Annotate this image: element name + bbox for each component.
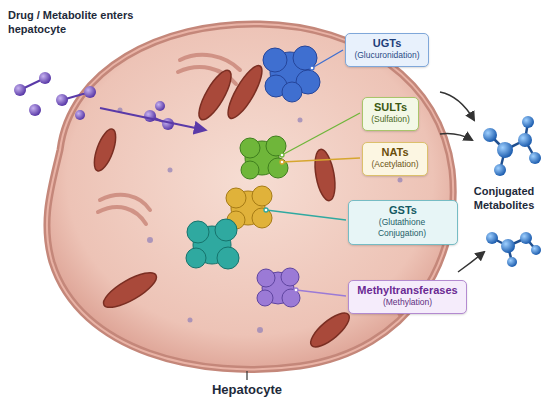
reaction-name: (Sulfation) [370,114,411,125]
reaction-name: (Glucuronidation) [353,50,421,61]
reaction-name: (Methylation) [356,297,459,308]
cell-label: Hepatocyte [187,382,307,398]
enzyme-box: SULTs(Sulfation) [362,97,419,131]
entry-label: Drug / Metabolite enters hepatocyte [8,8,138,36]
enzyme-name: SULTs [370,101,411,114]
ugt-enzyme [263,46,320,102]
transferase-enzyme [186,219,239,269]
enzyme-box: GSTs(Glutathione Conjugation) [348,200,458,245]
cell-membrane [47,24,453,369]
enzyme-name: Methyltransferases [356,284,459,297]
enzyme-name: GSTs [356,204,450,217]
endoplasmic-reticulum [98,55,400,315]
methyltransferase-enzyme [257,268,300,307]
output-arrows [440,92,484,272]
enzyme-box: UGTs(Glucuronidation) [345,33,429,67]
metabolite-molecule [483,116,541,176]
reaction-name: (Glutathione Conjugation) [356,217,448,239]
leader-line [246,371,247,380]
output-label: Conjugated Metabolites [464,184,544,212]
leader-lines [266,50,360,296]
mitochondria [90,62,354,353]
enzyme-name: UGTs [353,37,421,50]
enzyme-name: NATs [370,146,420,159]
enzyme-box: NATs(Acetylation) [362,142,428,176]
metabolite-molecule [486,232,541,267]
sult-enzyme [240,136,288,179]
drug-molecules [14,72,205,130]
enzyme-box: Methyltransferases(Methylation) [348,280,467,314]
reaction-name: (Acetylation) [370,159,420,170]
